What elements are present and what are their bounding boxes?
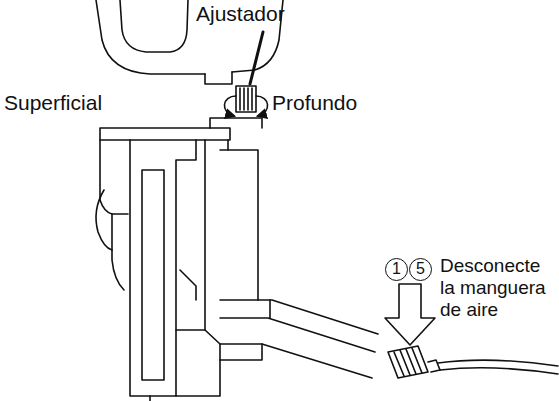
direction-label: Profundo <box>272 91 357 115</box>
part-name: Ajustador <box>196 2 285 26</box>
callout-number: 1 <box>385 258 408 281</box>
instruction-text: Desconecte la manguera de aire <box>440 255 556 321</box>
callout-number: 5 <box>409 258 432 281</box>
direction-label: Superficial <box>4 91 102 115</box>
